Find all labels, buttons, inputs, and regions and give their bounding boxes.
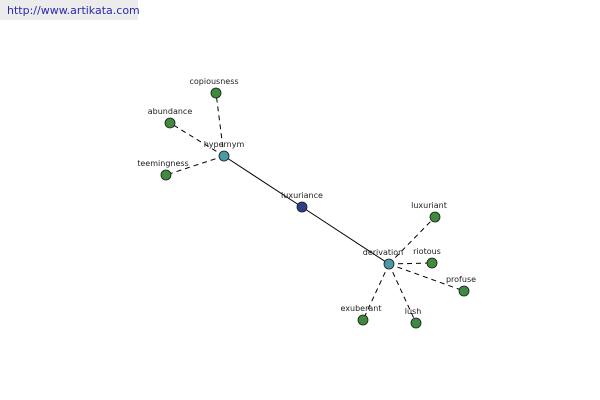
edge-derivation-riotous — [388, 262, 433, 265]
node-label-luxuriant: luxuriant — [411, 201, 447, 210]
nodes-layer — [160, 87, 470, 329]
node-label-exuberant: exuberant — [341, 304, 382, 313]
edge-hypernym-teemingness — [165, 155, 225, 176]
site-link[interactable]: http://www.artikata.com — [0, 0, 140, 20]
node-label-derivation: derivation — [363, 248, 403, 257]
node-exuberant[interactable] — [357, 314, 369, 326]
node-hypernym[interactable] — [218, 150, 230, 162]
node-riotous[interactable] — [426, 257, 438, 269]
node-label-riotous: riotous — [413, 247, 441, 256]
edge-derivation-profuse — [388, 263, 465, 292]
labels-layer: luxuriance hypernym derivation copiousness a… — [137, 77, 476, 316]
node-luxuriance[interactable] — [296, 201, 308, 213]
node-label-abundance: abundance — [148, 107, 193, 116]
node-label-copiousness: copiousness — [189, 77, 238, 86]
node-derivation[interactable] — [383, 258, 395, 270]
node-profuse[interactable] — [458, 285, 470, 297]
node-label-profuse: profuse — [446, 275, 476, 284]
edges-layer — [165, 92, 465, 324]
node-label-luxuriance: luxuriance — [281, 191, 323, 200]
edge-hypernym-abundance — [169, 122, 225, 157]
node-copiousness[interactable] — [210, 87, 222, 99]
node-lush[interactable] — [410, 317, 422, 329]
node-label-teemingness: teemingness — [137, 159, 188, 168]
edge-derivation-exuberant — [362, 263, 390, 321]
edge-luxuriance-hypernym — [223, 155, 303, 208]
node-abundance[interactable] — [164, 117, 176, 129]
edge-derivation-lush — [388, 263, 417, 324]
node-teemingness[interactable] — [160, 169, 172, 181]
edge-hypernym-copiousness — [215, 92, 225, 157]
node-luxuriant[interactable] — [429, 211, 441, 223]
node-label-hypernym: hypernym — [204, 140, 245, 149]
edge-derivation-luxuriant — [388, 216, 436, 265]
node-label-lush: lush — [405, 307, 422, 316]
edge-luxuriance-derivation — [301, 206, 390, 265]
